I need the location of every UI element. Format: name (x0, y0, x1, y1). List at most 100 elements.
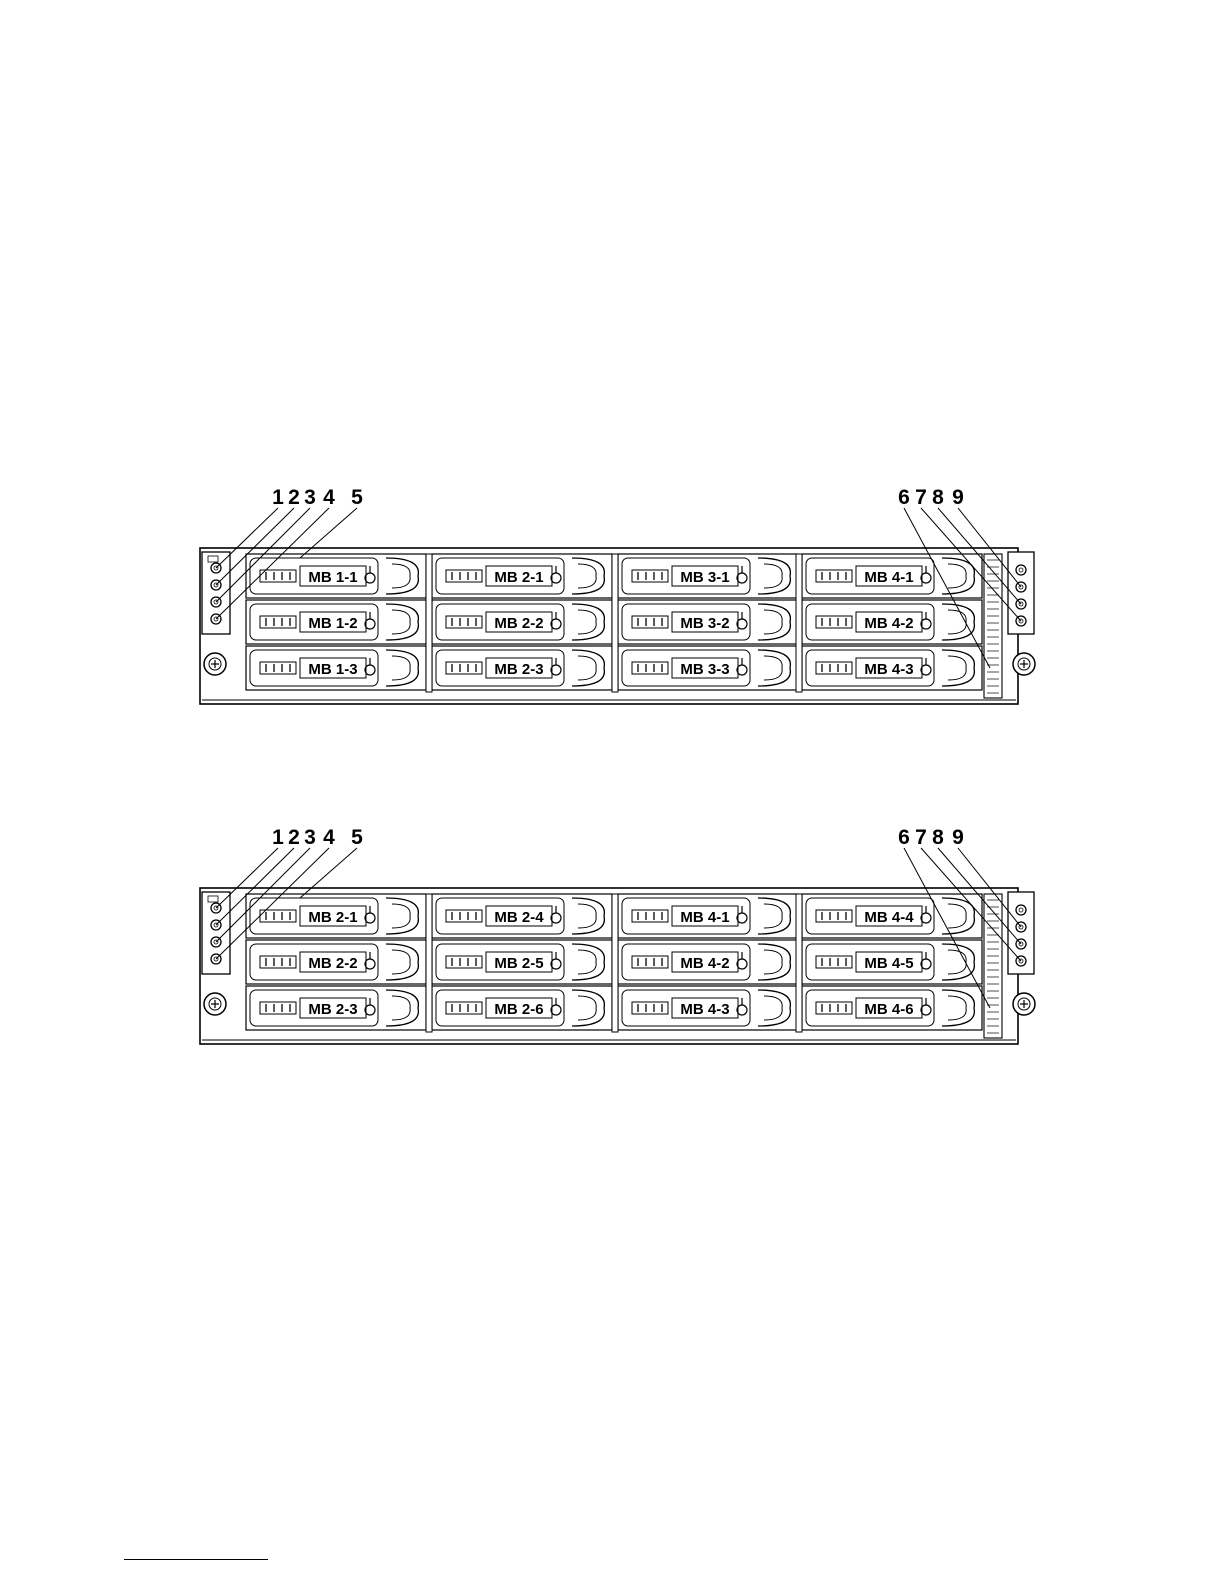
callout-number: 9 (952, 486, 964, 509)
drive-bay: MB 1-3 (246, 646, 426, 690)
drive-bay-label: MB 2-3 (494, 661, 543, 678)
drive-release-lever (758, 990, 790, 1026)
server-chassis-drawing: MB 1-1 MB 2-1 MB 3-1 MB 4-1 MB 1-2 MB 2-2 MB 3… (180, 478, 1040, 718)
callout-number: 7 (915, 826, 927, 849)
bay-divider (426, 554, 432, 692)
drive-release-lever (758, 558, 790, 594)
indicator-button (1016, 565, 1026, 575)
drive-release-lever (386, 604, 418, 640)
server-chassis-drawing: MB 2-1 MB 2-4 MB 4-1 MB 4-4 MB 2-2 MB 2-5 MB 4… (180, 818, 1040, 1058)
drive-bay-label: MB 4-2 (864, 615, 913, 632)
drive-bay-label: MB 2-2 (308, 955, 357, 972)
drive-release-lever (572, 990, 604, 1026)
drive-bay: MB 3-1 (618, 554, 798, 598)
drive-release-lever (386, 898, 418, 934)
bay-divider (612, 554, 618, 692)
drive-bay-label: MB 3-2 (680, 615, 729, 632)
drive-bay-label: MB 4-3 (864, 661, 913, 678)
drive-release-lever (572, 604, 604, 640)
callout-number: 4 (323, 826, 335, 849)
left-control-panel (202, 892, 230, 974)
drive-bay: MB 2-1 (432, 554, 612, 598)
bay-divider (796, 554, 802, 692)
drive-bay: MB 4-4 (802, 894, 982, 938)
vent-strip (984, 894, 1002, 1038)
drive-bay-label: MB 4-1 (864, 569, 913, 586)
drive-bay: MB 3-2 (618, 600, 798, 644)
callout-number: 1 (272, 826, 284, 849)
left-control-panel (202, 552, 230, 634)
drive-bay: MB 1-2 (246, 600, 426, 644)
drive-bay-label: MB 4-2 (680, 955, 729, 972)
drive-bay: MB 4-3 (802, 646, 982, 690)
drive-bay-label: MB 3-3 (680, 661, 729, 678)
drive-release-lever (572, 944, 604, 980)
drive-bay-label: MB 2-2 (494, 615, 543, 632)
drive-bay: MB 1-1 (246, 554, 426, 598)
drive-bay-label: MB 3-1 (680, 569, 729, 586)
drive-bay-label: MB 4-4 (864, 909, 914, 926)
drive-bay: MB 2-1 (246, 894, 426, 938)
drive-release-lever (758, 898, 790, 934)
footnote-separator (124, 1559, 268, 1560)
drive-bay-label: MB 1-2 (308, 615, 357, 632)
drive-release-lever (386, 650, 418, 686)
bay-divider (426, 894, 432, 1032)
drive-release-lever (386, 944, 418, 980)
drive-bay-label: MB 1-3 (308, 661, 357, 678)
bay-divider (612, 894, 618, 1032)
drive-release-lever (942, 990, 974, 1026)
drive-bay-label: MB 4-5 (864, 955, 913, 972)
vent-strip (984, 554, 1002, 698)
drive-bay: MB 4-6 (802, 986, 982, 1030)
drive-bay: MB 2-2 (432, 600, 612, 644)
drive-bay: MB 2-3 (432, 646, 612, 690)
drive-release-lever (942, 650, 974, 686)
drive-bay-label: MB 1-1 (308, 569, 357, 586)
callout-number: 3 (304, 486, 316, 509)
callout-number: 3 (304, 826, 316, 849)
drive-release-lever (572, 898, 604, 934)
drive-bay: MB 4-2 (802, 600, 982, 644)
drive-bay: MB 2-3 (246, 986, 426, 1030)
bay-divider (796, 894, 802, 1032)
drive-bay-label: MB 2-4 (494, 909, 544, 926)
drive-bay-label: MB 4-6 (864, 1001, 913, 1018)
callout-number: 2 (288, 486, 300, 509)
drive-release-lever (386, 990, 418, 1026)
callout-number: 6 (898, 826, 910, 849)
drive-bay: MB 4-1 (618, 894, 798, 938)
callout-number: 8 (932, 826, 944, 849)
drive-release-lever (572, 558, 604, 594)
drive-release-lever (758, 604, 790, 640)
callout-number: 4 (323, 486, 335, 509)
callout-number: 5 (351, 486, 363, 509)
drive-bay: MB 4-1 (802, 554, 982, 598)
drive-bay: MB 2-2 (246, 940, 426, 984)
drive-bay-label: MB 2-1 (308, 909, 357, 926)
server-front-view-diagram-1: MB 1-1 MB 2-1 MB 3-1 MB 4-1 MB 1-2 MB 2-2 MB 3… (180, 478, 1040, 718)
callout-number: 2 (288, 826, 300, 849)
drive-bay: MB 3-3 (618, 646, 798, 690)
drive-bay: MB 2-6 (432, 986, 612, 1030)
drive-bay-label: MB 2-1 (494, 569, 543, 586)
drive-bay-label: MB 4-1 (680, 909, 729, 926)
drive-bay: MB 2-4 (432, 894, 612, 938)
drive-bay: MB 4-2 (618, 940, 798, 984)
server-front-view-diagram-2: MB 2-1 MB 2-4 MB 4-1 MB 4-4 MB 2-2 MB 2-5 MB 4… (180, 818, 1040, 1058)
drive-bay-label: MB 2-5 (494, 955, 543, 972)
drive-bay-label: MB 2-3 (308, 1001, 357, 1018)
drive-bay: MB 4-3 (618, 986, 798, 1030)
callout-number: 9 (952, 826, 964, 849)
callout-number: 8 (932, 486, 944, 509)
drive-release-lever (572, 650, 604, 686)
callout-number: 7 (915, 486, 927, 509)
callout-number: 1 (272, 486, 284, 509)
callout-number: 5 (351, 826, 363, 849)
drive-bay-label: MB 2-6 (494, 1001, 543, 1018)
callout-number: 6 (898, 486, 910, 509)
drive-bay: MB 2-5 (432, 940, 612, 984)
drive-bay-label: MB 4-3 (680, 1001, 729, 1018)
drive-bay: MB 4-5 (802, 940, 982, 984)
drive-release-lever (758, 650, 790, 686)
